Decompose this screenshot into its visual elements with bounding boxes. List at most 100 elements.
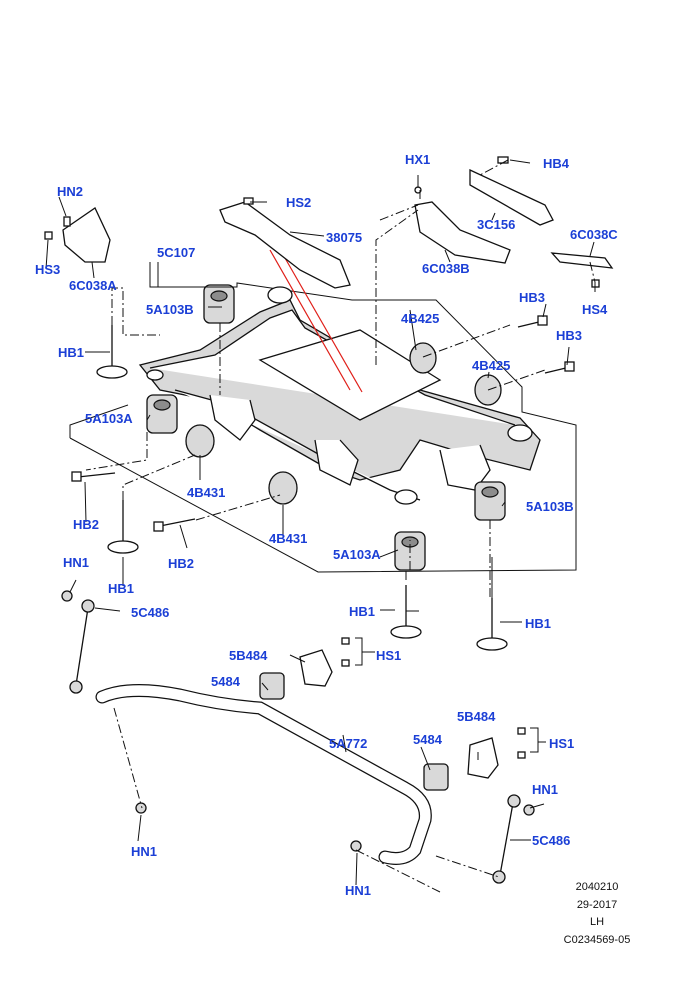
screw-hs1 bbox=[341, 637, 350, 645]
label-5b484-left: 5B484 bbox=[229, 648, 268, 663]
heat-shield-6c038b bbox=[414, 201, 511, 264]
link-5c486-bottom bbox=[499, 802, 514, 876]
label-hb1-left: HB1 bbox=[58, 345, 84, 360]
label-5c486-bottom: 5C486 bbox=[532, 833, 570, 848]
meta-code: 2040210 bbox=[576, 881, 619, 893]
label-38075: 38075 bbox=[326, 230, 362, 245]
bolt-hb1-head bbox=[96, 365, 128, 379]
label-hs2: HS2 bbox=[286, 195, 311, 210]
bracket-3c156 bbox=[469, 168, 554, 226]
label-hb4: HB4 bbox=[543, 156, 570, 171]
label-hn2: HN2 bbox=[57, 184, 83, 199]
bolt-hb4 bbox=[497, 156, 509, 164]
bush-5484-left bbox=[259, 672, 285, 700]
label-4b425-b: 4B425 bbox=[472, 358, 510, 373]
stabilizer-bar bbox=[95, 637, 526, 865]
label-hb1-mid: HB1 bbox=[108, 581, 134, 596]
label-5b484-right: 5B484 bbox=[457, 709, 496, 724]
clamp-5b484-right bbox=[467, 737, 499, 779]
label-6c038c: 6C038C bbox=[570, 227, 618, 242]
label-hb2-b: HB2 bbox=[168, 556, 194, 571]
bush-4b431-a bbox=[185, 424, 215, 458]
bolts-hb2-hb3 bbox=[71, 315, 575, 532]
subframe-mount-hole bbox=[267, 286, 293, 304]
stabilizer-links bbox=[61, 590, 535, 884]
bush-5484-right bbox=[423, 763, 449, 791]
meta-date: 29-2017 bbox=[577, 899, 617, 911]
label-3c156: 3C156 bbox=[477, 217, 515, 232]
bush-core bbox=[481, 486, 499, 498]
link-5c486-top bbox=[75, 607, 89, 686]
nut-hn1 bbox=[350, 840, 362, 852]
clamp-5b484-left bbox=[299, 649, 333, 687]
bush-4b425-a bbox=[409, 342, 437, 374]
label-6c038a: 6C038A bbox=[69, 278, 117, 293]
bush-4b431-b bbox=[268, 471, 298, 505]
label-5c107: 5C107 bbox=[157, 245, 195, 260]
bush-core bbox=[153, 399, 171, 411]
bolt-hb1-head bbox=[390, 625, 422, 639]
bolt-hb2 bbox=[153, 521, 164, 532]
screw-hs1 bbox=[517, 727, 526, 735]
subframe-bracket bbox=[314, 439, 359, 486]
screw-hs2 bbox=[243, 197, 254, 205]
subframe-mount-hole bbox=[394, 489, 418, 505]
label-5a772: 5A772 bbox=[329, 736, 367, 751]
label-hb3-a: HB3 bbox=[519, 290, 545, 305]
label-5484-right: 5484 bbox=[413, 732, 443, 747]
label-hn1-bottom: HN1 bbox=[345, 883, 371, 898]
screw-hs1 bbox=[517, 751, 526, 759]
nut-hn2 bbox=[63, 216, 71, 227]
nut-hn1 bbox=[61, 590, 73, 602]
label-hs1-right: HS1 bbox=[549, 736, 574, 751]
bolt-hb2 bbox=[71, 471, 82, 482]
label-5a103b-right: 5A103B bbox=[526, 499, 574, 514]
label-4b425-a: 4B425 bbox=[401, 311, 439, 326]
heat-shield-6c038a bbox=[62, 207, 111, 263]
nut-hn1 bbox=[523, 804, 535, 816]
upper-brackets bbox=[44, 156, 614, 289]
label-hn1-top: HN1 bbox=[63, 555, 89, 570]
bracket-6c038c bbox=[550, 252, 614, 269]
subframe-bracket bbox=[209, 394, 256, 441]
label-5a103a-left: 5A103A bbox=[85, 411, 133, 426]
strut-38075 bbox=[219, 201, 351, 289]
subframe-center-opening bbox=[258, 329, 442, 421]
part-labels: HN2 HS3 6C038A HS2 38075 5C107 5A103B HB… bbox=[35, 152, 618, 898]
label-hn1-right: HN1 bbox=[532, 782, 558, 797]
label-4b431-b: 4B431 bbox=[269, 531, 307, 546]
bolt-hb1-head bbox=[476, 637, 508, 651]
nut-hn1 bbox=[135, 802, 147, 814]
label-hb1-c: HB1 bbox=[349, 604, 375, 619]
bush-core bbox=[210, 290, 228, 302]
label-hs1-left: HS1 bbox=[376, 648, 401, 663]
label-5484-left: 5484 bbox=[211, 674, 241, 689]
subframe-mount-hole bbox=[146, 369, 164, 381]
leader-lines bbox=[45, 159, 596, 893]
label-hb2-a: HB2 bbox=[73, 517, 99, 532]
screw-hs3 bbox=[44, 231, 53, 240]
label-hs4: HS4 bbox=[582, 302, 608, 317]
bolt-hb3 bbox=[537, 315, 548, 326]
meta-id: C0234569-05 bbox=[564, 934, 631, 946]
meta-side: LH bbox=[590, 916, 604, 928]
bolt-hb3 bbox=[564, 361, 575, 372]
bolt-hb1-head bbox=[107, 540, 139, 554]
label-5c486-top: 5C486 bbox=[131, 605, 169, 620]
label-5a103a-mid: 5A103A bbox=[333, 547, 381, 562]
label-hb1-d: HB1 bbox=[525, 616, 551, 631]
stabilizer-bar-body bbox=[96, 685, 431, 864]
label-6c038b: 6C038B bbox=[422, 261, 470, 276]
label-hx1: HX1 bbox=[405, 152, 430, 167]
label-5a103b-top: 5A103B bbox=[146, 302, 194, 317]
label-4b431-a: 4B431 bbox=[187, 485, 225, 500]
subframe-mount-hole bbox=[507, 424, 533, 442]
screw-hs1 bbox=[341, 659, 350, 667]
diagram-meta: 2040210 29-2017 LH C0234569-05 bbox=[564, 881, 631, 946]
label-hs3: HS3 bbox=[35, 262, 60, 277]
label-hn1-left: HN1 bbox=[131, 844, 157, 859]
bolts-hb1 bbox=[96, 325, 508, 651]
highlight-lines bbox=[269, 249, 363, 393]
label-hb3-b: HB3 bbox=[556, 328, 582, 343]
